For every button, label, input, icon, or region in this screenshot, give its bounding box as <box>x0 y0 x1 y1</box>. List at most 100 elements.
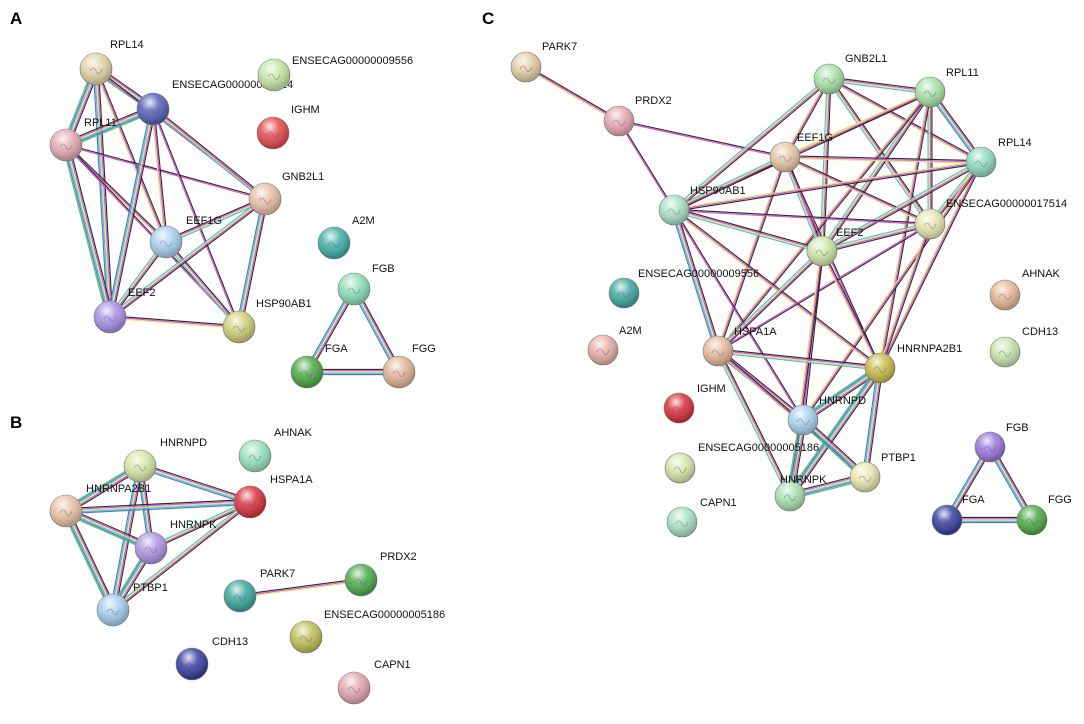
node-label-ptbp1: PTBP1 <box>133 582 168 594</box>
edge-rpl14-hnrnpd <box>801 160 983 422</box>
edge-rpl14-eef2 <box>820 159 983 254</box>
node-label-e9556: ENSECAG00000009556 <box>292 55 413 67</box>
node-label-ighm: IGHM <box>697 383 726 395</box>
node-hnrnpa2b1: HNRNPA2B1 <box>49 483 151 528</box>
node-label-hnrnpk: HNRNPK <box>780 474 827 486</box>
node-park7: PARK7 <box>510 41 577 83</box>
node-label-cdh13: CDH13 <box>212 636 248 648</box>
panel-b: B HNRNPDAHNAKHNRNPA2B1HSPA1AHNRNPKPTBP1P… <box>10 413 445 705</box>
edge-hsp90ab1-eef2 <box>673 207 823 254</box>
panel-label-b: B <box>10 413 22 432</box>
node-hnrnpd: HNRNPD <box>787 395 866 436</box>
edge-prdx2-eef1g <box>618 119 786 159</box>
edge-e17514-gnb2l1 <box>151 107 267 201</box>
node-label-eef1g: EEF1G <box>797 132 833 144</box>
node-e17514: ENSECAG00000017514 <box>914 198 1067 240</box>
node-label-prdx2: PRDX2 <box>635 95 672 107</box>
edge-e17514-eef2 <box>106 108 157 318</box>
node-park7: PARK7 <box>223 568 295 613</box>
edge-gnb2l1-hsp90ab1 <box>672 77 831 212</box>
edge-rpl14-hsp90ab1 <box>673 160 982 212</box>
edge-gnb2l1-rpl11 <box>828 76 931 95</box>
edge-park7-prdx2 <box>525 65 620 123</box>
node-label-hnrnpd: HNRNPD <box>160 437 207 449</box>
edge-hnrnpa2b1-ptbp1 <box>62 509 117 612</box>
node-rpl14: RPL14 <box>79 39 144 86</box>
node-fga: FGA <box>290 343 348 389</box>
node-rpl14: RPL14 <box>965 137 1032 178</box>
node-cdh13: CDH13 <box>175 636 248 681</box>
panel-c-edges <box>525 65 1035 524</box>
node-label-eef1g: EEF1G <box>186 215 222 227</box>
edge-park7-prdx2 <box>239 578 362 598</box>
edge-hspa1a-hnrnpk <box>715 349 793 498</box>
panel-label-c: C <box>482 9 494 28</box>
node-label-rpl11: RPL11 <box>946 67 979 79</box>
node-label-eef2: EEF2 <box>836 227 864 239</box>
edge-rpl11-eef2 <box>62 144 114 318</box>
panel-a: A RPL14ENSECAG00000017514ENSECAG00000009… <box>10 9 436 389</box>
node-hnrnpk: HNRNPK <box>134 519 217 565</box>
node-hspa1a: HSPA1A <box>702 326 777 367</box>
node-a2m: A2M <box>317 215 375 260</box>
edge-hnrnpa2b1-hspa1a <box>65 498 251 515</box>
edge-rpl11-e17514 <box>927 92 933 224</box>
node-label-ptbp1: PTBP1 <box>881 452 916 464</box>
node-label-hsp90ab1: HSP90AB1 <box>256 298 312 310</box>
node-eef1g: EEF1G <box>769 132 833 173</box>
edge-gnb2l1-hsp90ab1 <box>235 198 269 328</box>
node-label-prdx2: PRDX2 <box>380 551 417 563</box>
node-fgb: FGB <box>337 263 395 306</box>
node-label-ahnak: AHNAK <box>1022 268 1061 280</box>
node-label-fga: FGA <box>325 343 348 355</box>
edge-eef1g-hspa1a <box>716 156 787 352</box>
node-hnrnpa2b1: HNRNPA2B1 <box>864 343 962 384</box>
edge-hnrnpa2b1-hnrnpk <box>786 365 884 499</box>
node-label-fga: FGA <box>962 494 985 506</box>
node-label-e5186: ENSECAG00000005186 <box>698 442 819 454</box>
edge-hsp90ab1-hnrnpd <box>672 209 805 421</box>
node-label-ighm: IGHM <box>291 104 320 116</box>
node-hsp90ab1: HSP90AB1 <box>658 185 746 226</box>
node-hsp90ab1: HSP90AB1 <box>222 298 312 344</box>
node-e9556: ENSECAG00000009556 <box>257 55 413 92</box>
node-label-capn1: CAPN1 <box>700 497 737 509</box>
node-e9556: ENSECAG00000009556 <box>608 268 759 309</box>
node-gnb2l1: GNB2L1 <box>813 53 887 95</box>
edge-e17514-hspa1a <box>717 222 931 353</box>
node-label-hnrnpa2b1: HNRNPA2B1 <box>897 343 962 355</box>
node-label-a2m: A2M <box>352 215 375 227</box>
node-e17514: ENSECAG00000017514 <box>136 79 293 126</box>
node-gnb2l1: GNB2L1 <box>248 171 324 216</box>
edge-eef1g-hsp90ab1 <box>164 240 241 329</box>
node-eef2: EEF2 <box>806 227 864 267</box>
node-capn1: CAPN1 <box>337 659 411 705</box>
node-label-gnb2l1: GNB2L1 <box>845 53 887 65</box>
edge-e17514-eef2 <box>821 221 931 254</box>
node-fgg: FGG <box>1016 494 1072 536</box>
node-rpl11: RPL11 <box>49 117 117 162</box>
node-label-rpl11: RPL11 <box>84 117 117 129</box>
panel-b-nodes: HNRNPDAHNAKHNRNPA2B1HSPA1AHNRNPKPTBP1PAR… <box>49 427 445 705</box>
node-label-e5186: ENSECAG00000005186 <box>324 609 445 621</box>
edge-hsp90ab1-hnrnpa2b1 <box>672 208 882 370</box>
node-prdx2: PRDX2 <box>344 551 417 597</box>
edge-eef2-hspa1a <box>716 249 824 353</box>
edge-hnrnpd-hspa1a <box>139 463 251 505</box>
edge-rpl11-hspa1a <box>716 90 932 353</box>
edge-rpl11-gnb2l1 <box>65 143 266 201</box>
edge-hspa1a-ptbp1 <box>111 500 252 612</box>
node-label-gnb2l1: GNB2L1 <box>282 171 324 183</box>
node-label-fgb: FGB <box>372 263 395 275</box>
node-eef1g: EEF1G <box>149 215 222 259</box>
edge-rpl14-hnrnpa2b1 <box>878 161 983 369</box>
edge-hsp90ab1-hspa1a <box>670 209 722 352</box>
edge-rpl14-eef1g <box>94 68 168 243</box>
node-label-hnrnpd: HNRNPD <box>819 395 866 407</box>
edge-eef1g-hsp90ab1 <box>672 154 787 213</box>
node-label-hnrnpa2b1: HNRNPA2B1 <box>86 483 151 495</box>
node-ptbp1: PTBP1 <box>96 582 168 627</box>
node-capn1: CAPN1 <box>666 497 737 538</box>
